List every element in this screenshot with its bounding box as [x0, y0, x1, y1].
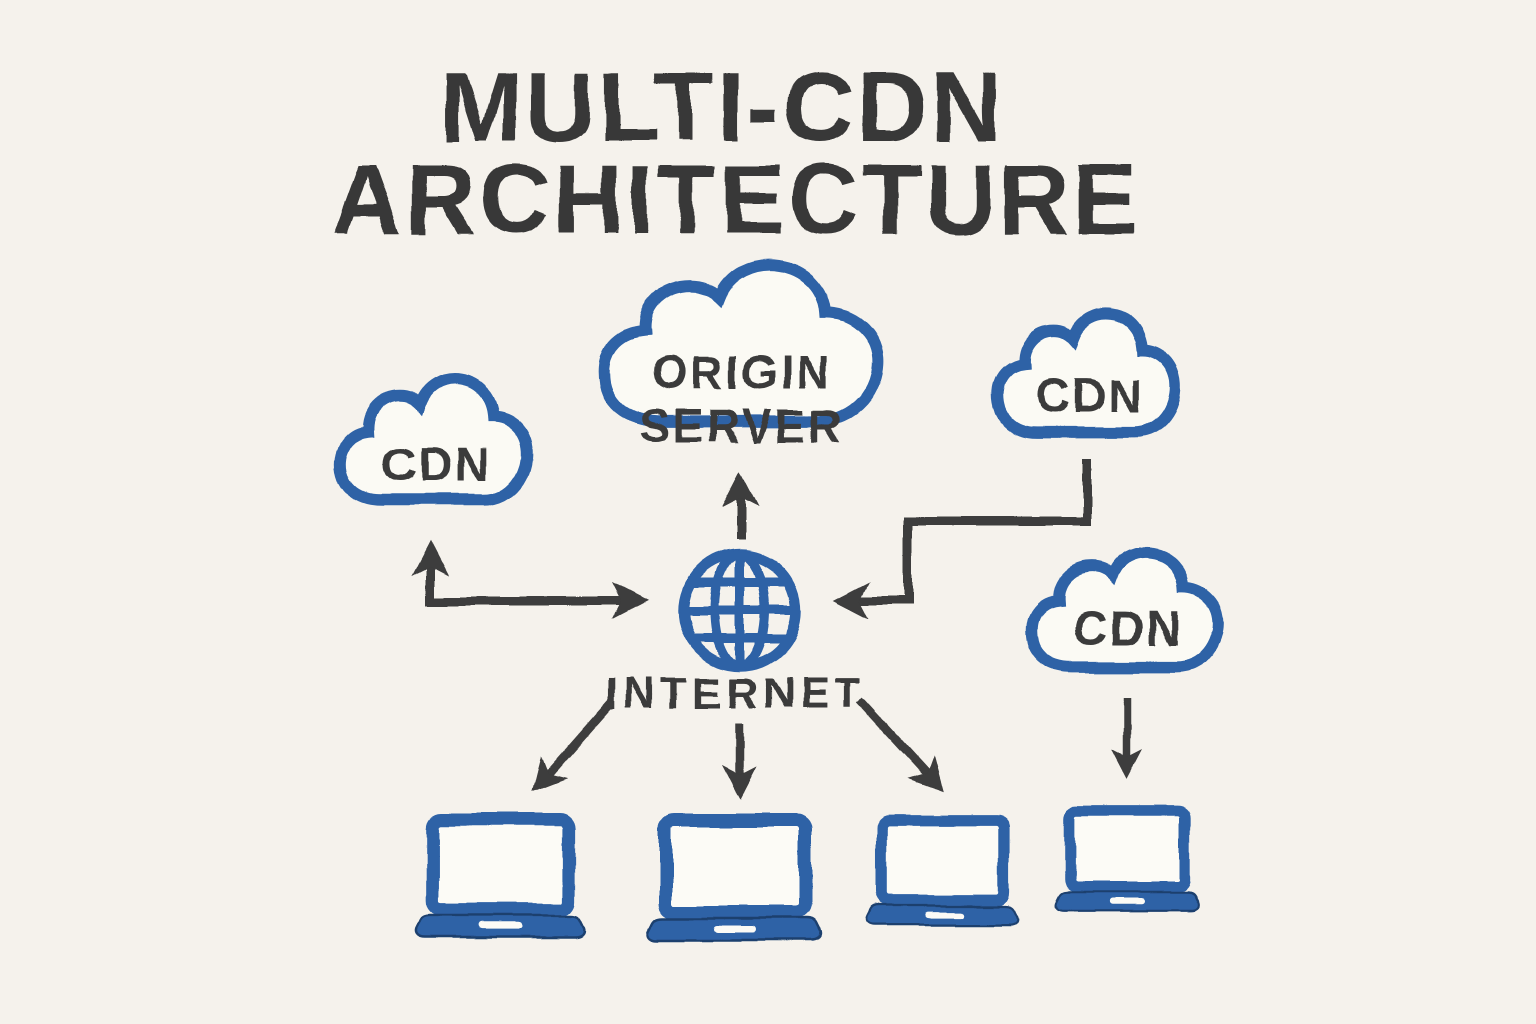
internet-label: INTERNET: [606, 669, 866, 718]
cdn-mid-right-label: CDN: [1073, 603, 1183, 656]
origin-server-cloud-icon: [603, 265, 877, 422]
page-title-line2: ARCHITECTURE: [331, 144, 1140, 254]
client-laptop-1-icon: [415, 820, 584, 938]
arrow-cdn-top-right-to-internet: [833, 458, 1092, 619]
client-laptop-4-icon: [1057, 812, 1199, 910]
arrow-internet-to-client-3: [856, 698, 944, 792]
cdn-left-label: CDN: [381, 439, 491, 492]
client-laptop-3-icon: [868, 820, 1018, 924]
cdn-top-right-label: CDN: [1035, 370, 1145, 423]
page-title-line1: MULTI-CDN: [440, 52, 1004, 162]
arrow-internet-to-client-1: [531, 698, 616, 792]
origin-server-label-line1: ORIGIN: [651, 346, 833, 398]
internet-globe-icon: [678, 548, 802, 672]
arrow-internet-cdn-left-bidirectional: [411, 539, 649, 620]
client-laptop-2-icon: [649, 820, 822, 940]
origin-server-label-line2: SERVER: [639, 400, 845, 452]
